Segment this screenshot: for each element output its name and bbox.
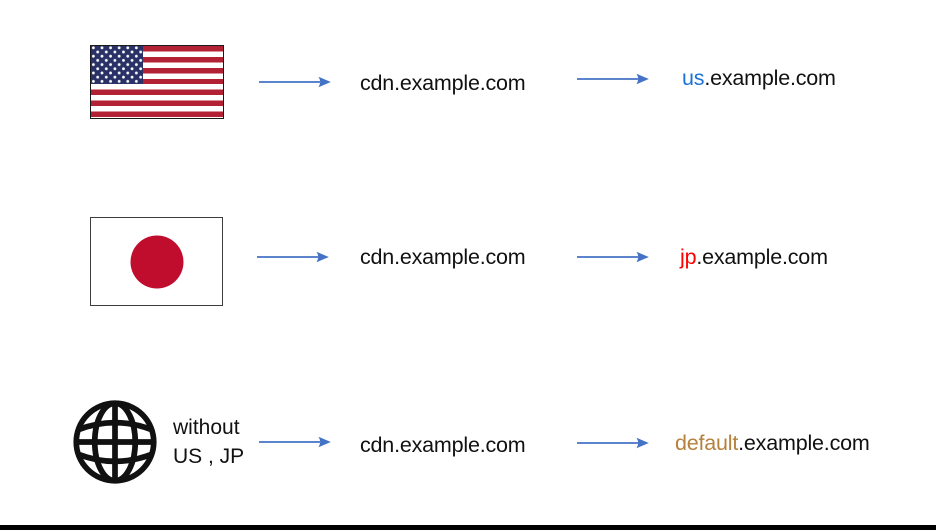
default-target-domain-label: default.example.com bbox=[675, 431, 870, 455]
jp-domain-suffix: .example.com bbox=[696, 245, 828, 269]
globe-icon bbox=[73, 400, 157, 484]
us-flag-icon bbox=[90, 45, 224, 119]
cdn-domain-label: cdn.example.com bbox=[360, 71, 526, 95]
jp-domain-prefix: jp bbox=[680, 245, 697, 269]
us-flag-canton bbox=[91, 46, 143, 85]
arrow-right-icon bbox=[577, 251, 649, 263]
cdn-domain-label: cdn.example.com bbox=[360, 433, 526, 457]
arrow-right-icon bbox=[577, 437, 649, 449]
us-target-domain-label: us.example.com bbox=[682, 66, 836, 90]
bottom-border-bar bbox=[0, 525, 936, 530]
us-domain-prefix: us bbox=[682, 66, 705, 90]
arrow-right-icon bbox=[259, 436, 331, 448]
arrow-right-icon bbox=[577, 73, 649, 85]
us-domain-suffix: .example.com bbox=[704, 66, 836, 90]
cdn-domain-label: cdn.example.com bbox=[360, 245, 526, 269]
default-domain-suffix: .example.com bbox=[738, 431, 870, 455]
default-domain-prefix: default bbox=[675, 431, 739, 455]
jp-flag-sun bbox=[130, 235, 183, 288]
arrow-right-icon bbox=[257, 251, 329, 263]
globe-label-line1: without bbox=[173, 416, 240, 439]
jp-target-domain-label: jp.example.com bbox=[680, 245, 828, 269]
globe-exclusion-label: without US , JP bbox=[173, 413, 244, 471]
globe-label-line2: US , JP bbox=[173, 445, 245, 468]
arrow-right-icon bbox=[259, 76, 331, 88]
jp-flag-icon bbox=[90, 217, 223, 306]
